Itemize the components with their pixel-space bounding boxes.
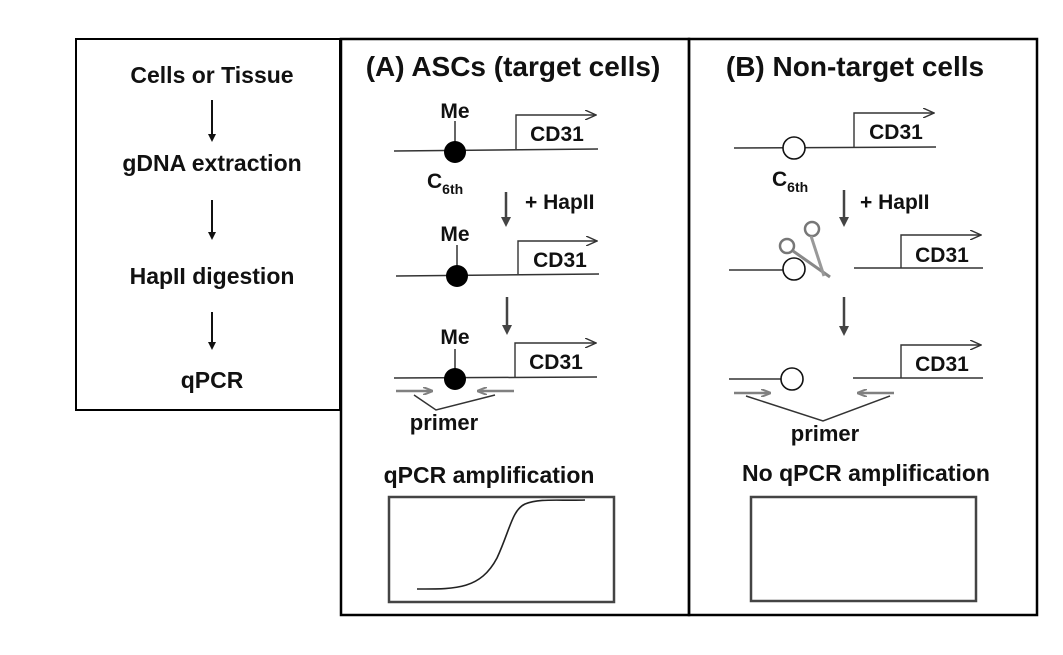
amplification-plot bbox=[387, 495, 616, 604]
dna-strand bbox=[393, 376, 598, 379]
gene-label: CD31 bbox=[530, 123, 584, 146]
workflow-step-2: gDNA extraction bbox=[122, 150, 301, 176]
workflow-border bbox=[75, 38, 341, 411]
workflow-step-4: qPCR bbox=[181, 367, 244, 393]
unmethylated-cpg-icon bbox=[782, 136, 806, 160]
tss-arrow-icon bbox=[900, 235, 981, 268]
panel-b: (B) Non-target cells CD31 C6th + HapII C… bbox=[687, 37, 1039, 617]
gene-label: CD31 bbox=[869, 121, 923, 144]
gene-label: CD31 bbox=[915, 244, 969, 267]
methylated-cpg-icon bbox=[446, 265, 468, 287]
tss-arrow-icon bbox=[900, 345, 981, 378]
dna-strand bbox=[393, 148, 599, 152]
tss-arrow-icon bbox=[515, 115, 596, 149]
site-label: C6th bbox=[427, 170, 463, 197]
result-label: No qPCR amplification bbox=[742, 460, 990, 486]
panel-a-title: (A) ASCs (target cells) bbox=[366, 51, 661, 82]
workflow-box: Cells or Tissue gDNA extraction HapII di… bbox=[75, 38, 341, 411]
gene-label: CD31 bbox=[533, 249, 587, 272]
scissors-icon bbox=[778, 220, 831, 279]
gene-label: CD31 bbox=[529, 351, 583, 374]
workflow-step-1: Cells or Tissue bbox=[130, 62, 293, 88]
enzyme-label: + HapII bbox=[860, 191, 929, 214]
panel-a: (A) ASCs (target cells) Me CD31 C6th + H… bbox=[339, 37, 691, 617]
methylated-cpg-icon bbox=[444, 141, 466, 163]
panel-a-border bbox=[339, 37, 691, 617]
methylated-cpg-icon bbox=[444, 368, 466, 390]
site-label: C6th bbox=[772, 168, 808, 195]
workflow-step-3: HapII digestion bbox=[130, 263, 295, 289]
result-label: qPCR amplification bbox=[384, 462, 595, 488]
amplification-curve bbox=[416, 499, 586, 590]
tss-arrow-icon bbox=[517, 241, 597, 274]
methyl-label: Me bbox=[440, 326, 469, 349]
gene-label: CD31 bbox=[915, 353, 969, 376]
empty-amplification-plot bbox=[749, 495, 978, 603]
dna-strand bbox=[395, 273, 600, 277]
panel-b-title: (B) Non-target cells bbox=[726, 51, 984, 82]
panel-b-border bbox=[687, 37, 1039, 617]
dna-strand bbox=[733, 146, 937, 149]
primer-label: primer bbox=[791, 421, 860, 446]
primer-bracket bbox=[413, 394, 496, 411]
enzyme-label: + HapII bbox=[525, 191, 594, 214]
methyl-label: Me bbox=[440, 223, 469, 246]
tss-arrow-icon bbox=[853, 113, 934, 147]
tss-arrow-icon bbox=[514, 343, 596, 377]
unmethylated-cpg-icon bbox=[782, 257, 806, 281]
primer-bracket bbox=[745, 395, 891, 422]
primer-label: primer bbox=[410, 410, 479, 435]
methyl-label: Me bbox=[440, 100, 469, 123]
unmethylated-cpg-icon bbox=[780, 367, 804, 391]
